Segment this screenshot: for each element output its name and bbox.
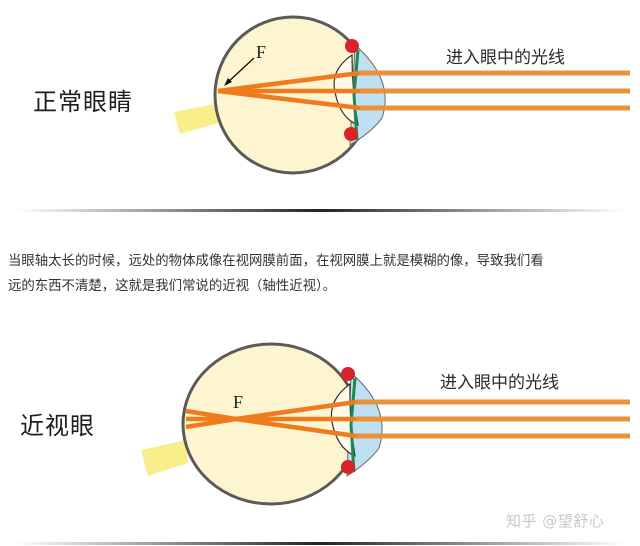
- myopic-eye-illustration: F: [141, 342, 630, 506]
- description-text: 当眼轴太长的时候，远处的物体成像在视网膜前面，在视网膜上就是模糊的像，导致我们看…: [8, 249, 636, 299]
- focus-label: F: [233, 392, 243, 412]
- divider-top: [15, 209, 625, 212]
- description-line-1: 当眼轴太长的时候，远处的物体成像在视网膜前面，在视网膜上就是模糊的像，导致我们看: [8, 254, 544, 269]
- focus-arrow-icon: [225, 57, 255, 85]
- optic-nerve-icon: [174, 103, 222, 134]
- incoming-light-label: 进入眼中的光线: [440, 373, 559, 393]
- normal-eye-title: 正常眼睛: [33, 88, 133, 116]
- watermark: 知乎 @望舒心: [506, 512, 605, 530]
- description-line-2: 远的东西不清楚，这就是我们常说的近视（轴性近视）。: [8, 279, 337, 294]
- optic-nerve-icon: [141, 440, 188, 476]
- normal-eye-diagram: F 正常眼睛 进入眼中的光线: [0, 0, 640, 200]
- myopic-eye-diagram: F 近视眼 进入眼中的光线: [0, 330, 640, 530]
- divider-bottom: [15, 542, 625, 545]
- normal-eye-illustration: F: [174, 15, 630, 175]
- incoming-light-label: 进入眼中的光线: [446, 48, 565, 68]
- focus-label: F: [256, 42, 266, 62]
- myopic-eye-title: 近视眼: [20, 412, 95, 440]
